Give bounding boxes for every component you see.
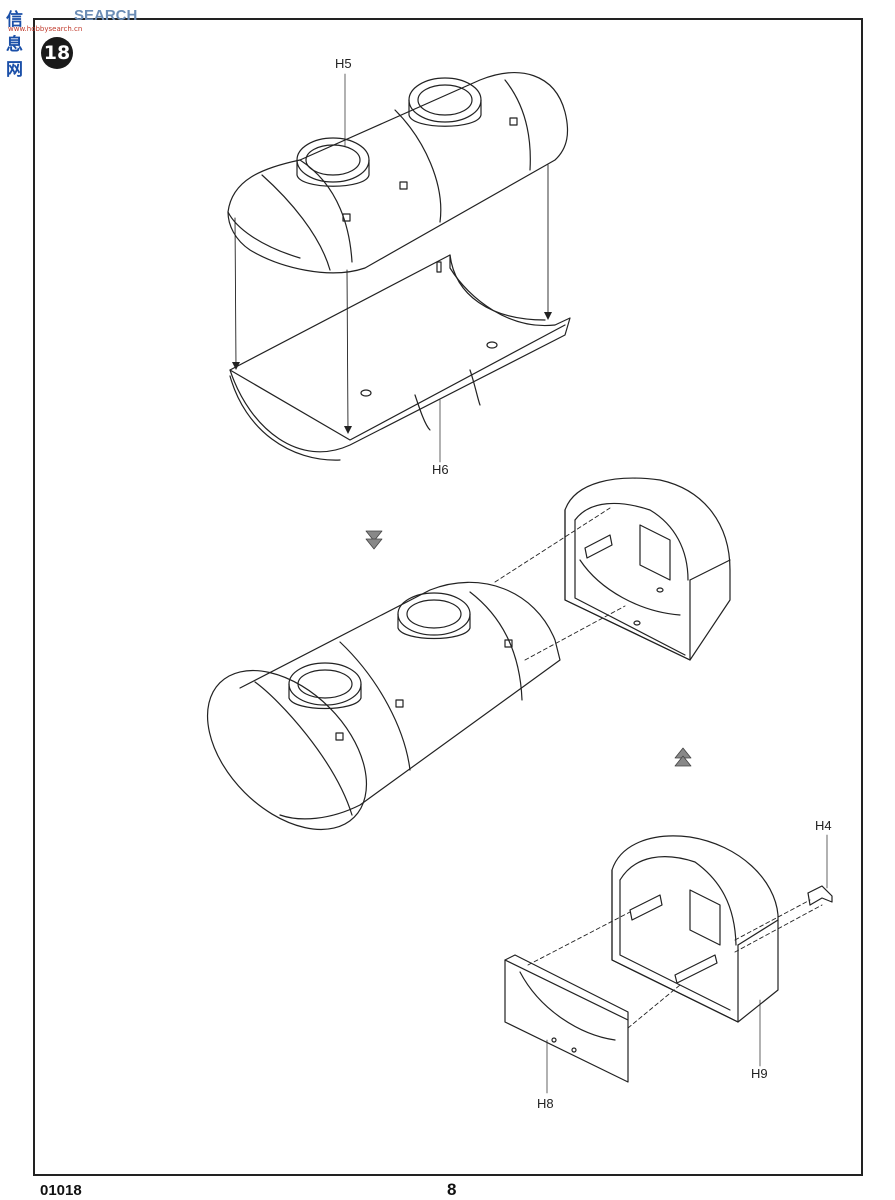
page-number: 8 [447, 1180, 457, 1199]
watermark-url: www.hobbysearch.cn [8, 25, 83, 33]
label-h9: H9 [751, 1066, 768, 1081]
tank-end-cap-upper [564, 477, 731, 661]
step-badge: 18 [41, 37, 73, 69]
part-h5-upper-tank-half [227, 72, 569, 274]
flow-down-icon [365, 530, 383, 550]
model-code: 01018 [40, 1182, 82, 1199]
label-h4: H4 [815, 818, 832, 833]
label-h5: H5 [335, 56, 352, 71]
assembled-tank [206, 581, 561, 831]
part-h4-handle [807, 885, 833, 906]
part-h6-lower-tank-half [229, 254, 571, 461]
part-h8-end-plate [504, 954, 629, 1083]
flow-up-icon [674, 747, 692, 767]
label-h8: H8 [537, 1096, 554, 1111]
watermark-cn: 信息网 [6, 10, 24, 79]
label-h6: H6 [432, 462, 449, 477]
page-frame [33, 18, 863, 1176]
part-h9-end-box [611, 835, 779, 1023]
watermark-en: SEARCH [74, 7, 138, 24]
